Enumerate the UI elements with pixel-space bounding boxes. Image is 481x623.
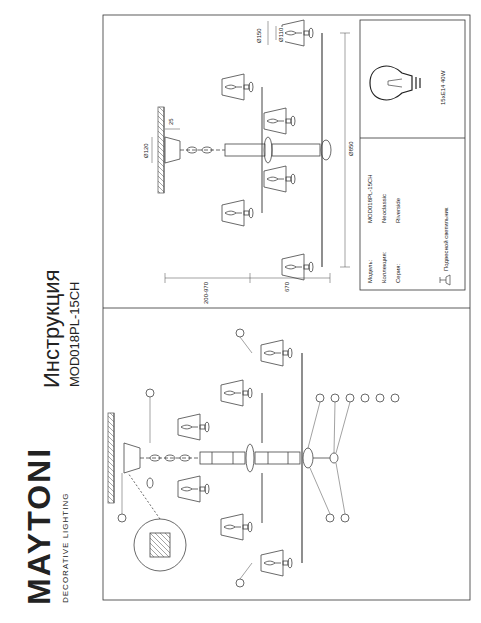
dimension: 25 [168, 117, 175, 126]
dimension: 670 [284, 281, 291, 293]
dimension: Ø110 [278, 27, 285, 43]
brand-logo: MAYTONI [22, 447, 57, 605]
brand-tagline: DECORATIVE LIGHTING [62, 493, 71, 603]
dimension: Ø850 [348, 140, 355, 157]
table-cell: Серия: [395, 264, 402, 283]
table-cell: Neoclassic [381, 194, 388, 223]
dimension: Ø150 [256, 27, 263, 44]
table-cell: Подвесной светильник [443, 208, 450, 271]
dimension: 200-970 [203, 281, 210, 305]
table-cell: Коллекция: [381, 252, 388, 283]
table-cell: Riverside [395, 198, 402, 223]
table-cell: 15xE14 40W [440, 71, 447, 105]
table-cell: Модель: [367, 260, 374, 283]
dimension: Ø120 [143, 142, 150, 159]
model-code: MOD018PL-15CH [68, 282, 82, 388]
page-title: Инструкция [40, 270, 64, 388]
table-cell: MOD018PL-15CH [367, 174, 374, 223]
